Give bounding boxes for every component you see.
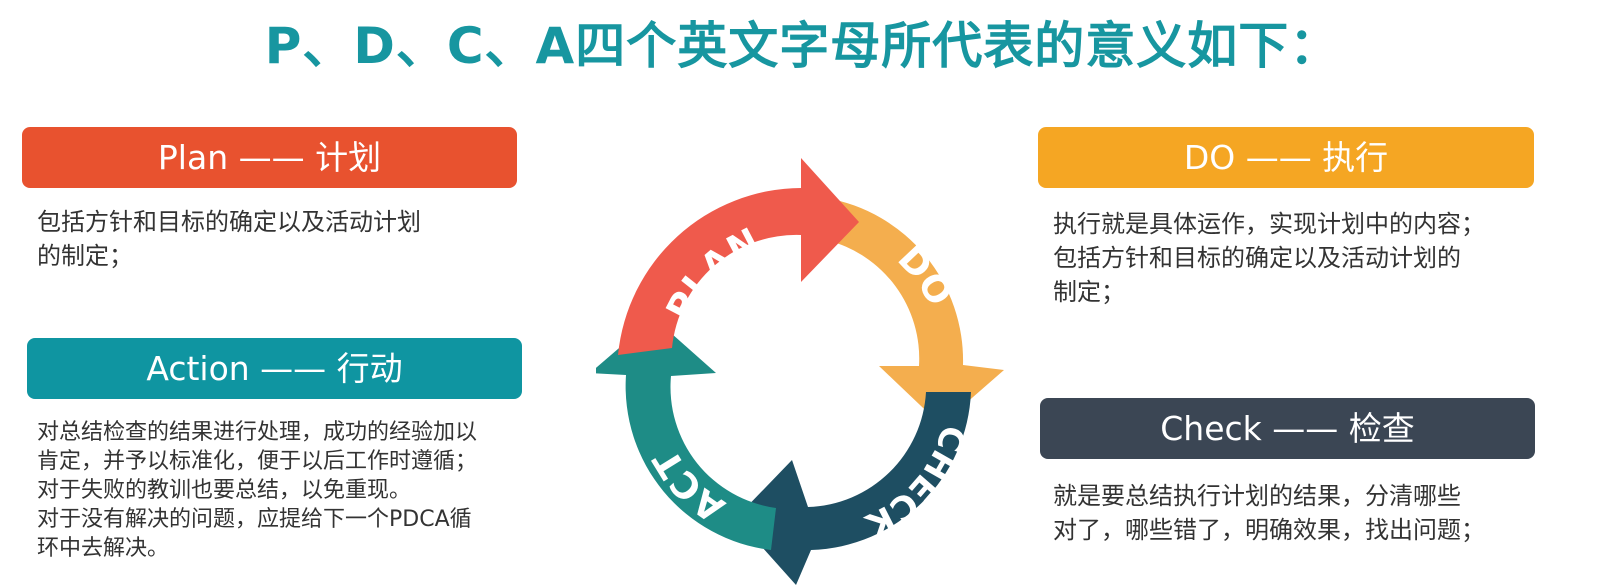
plan-description: 包括方针和目标的确定以及活动计划 的制定；	[37, 205, 421, 273]
plan-arrow	[618, 158, 859, 355]
do-arrow	[826, 198, 1004, 425]
check-description: 就是要总结执行计划的结果，分清哪些 对了，哪些错了，明确效果，找出问题；	[1053, 479, 1485, 547]
action-line: 肯定，并予以标准化，便于以后工作时遵循；	[37, 449, 478, 474]
page-title: P、D、C、A四个英文字母所代表的意义如下：	[264, 17, 1341, 75]
check-line: 就是要总结执行计划的结果，分清哪些	[1053, 482, 1461, 510]
action-header: Action —— 行动	[27, 338, 522, 399]
do-line: 执行就是具体运作，实现计划中的内容；	[1053, 210, 1485, 238]
check-arrow	[736, 392, 971, 585]
check-header: Check —— 检查	[1040, 398, 1535, 459]
action-line: 对于失败的教训也要总结，以免重现。	[37, 478, 412, 503]
do-line: 包括方针和目标的确定以及活动计划的	[1053, 244, 1461, 272]
plan-line: 的制定；	[37, 242, 133, 270]
do-header: DO —— 执行	[1038, 127, 1534, 188]
pdca-cycle-diagram: PLAN DO CHECK ACT	[596, 130, 1036, 585]
action-line: 环中去解决。	[37, 536, 170, 561]
check-line: 对了，哪些错了，明确效果，找出问题；	[1053, 516, 1485, 544]
action-description: 对总结检查的结果进行处理，成功的经验加以 肯定，并予以标准化，便于以后工作时遵循…	[37, 418, 477, 563]
plan-header: Plan —— 计划	[22, 127, 517, 188]
do-description: 执行就是具体运作，实现计划中的内容； 包括方针和目标的确定以及活动计划的 制定；	[1053, 207, 1485, 309]
do-line: 制定；	[1053, 278, 1125, 306]
act-arrow	[596, 318, 776, 550]
action-line: 对总结检查的结果进行处理，成功的经验加以	[37, 420, 478, 445]
plan-line: 包括方针和目标的确定以及活动计划	[37, 208, 421, 236]
action-line: 对于没有解决的问题，应提给下一个PDCA循	[37, 507, 472, 532]
